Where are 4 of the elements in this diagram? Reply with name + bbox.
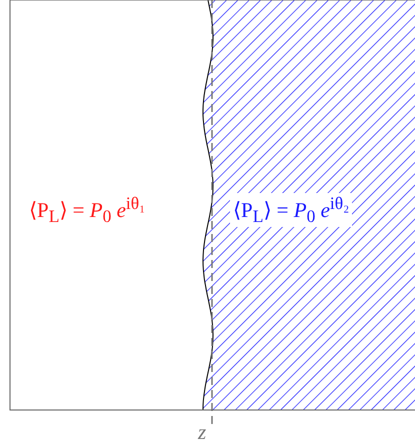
axis-label: z <box>198 420 206 442</box>
formula-label: ⟨P$_{L}$⟩ = P$_{0}$ e$^{iθ₂}$ <box>230 193 352 228</box>
formula-label: ⟨P$_{L}$⟩ = P$_{0}$ e$^{iθ₁}$ <box>28 193 146 228</box>
hatched-region <box>202 0 415 410</box>
